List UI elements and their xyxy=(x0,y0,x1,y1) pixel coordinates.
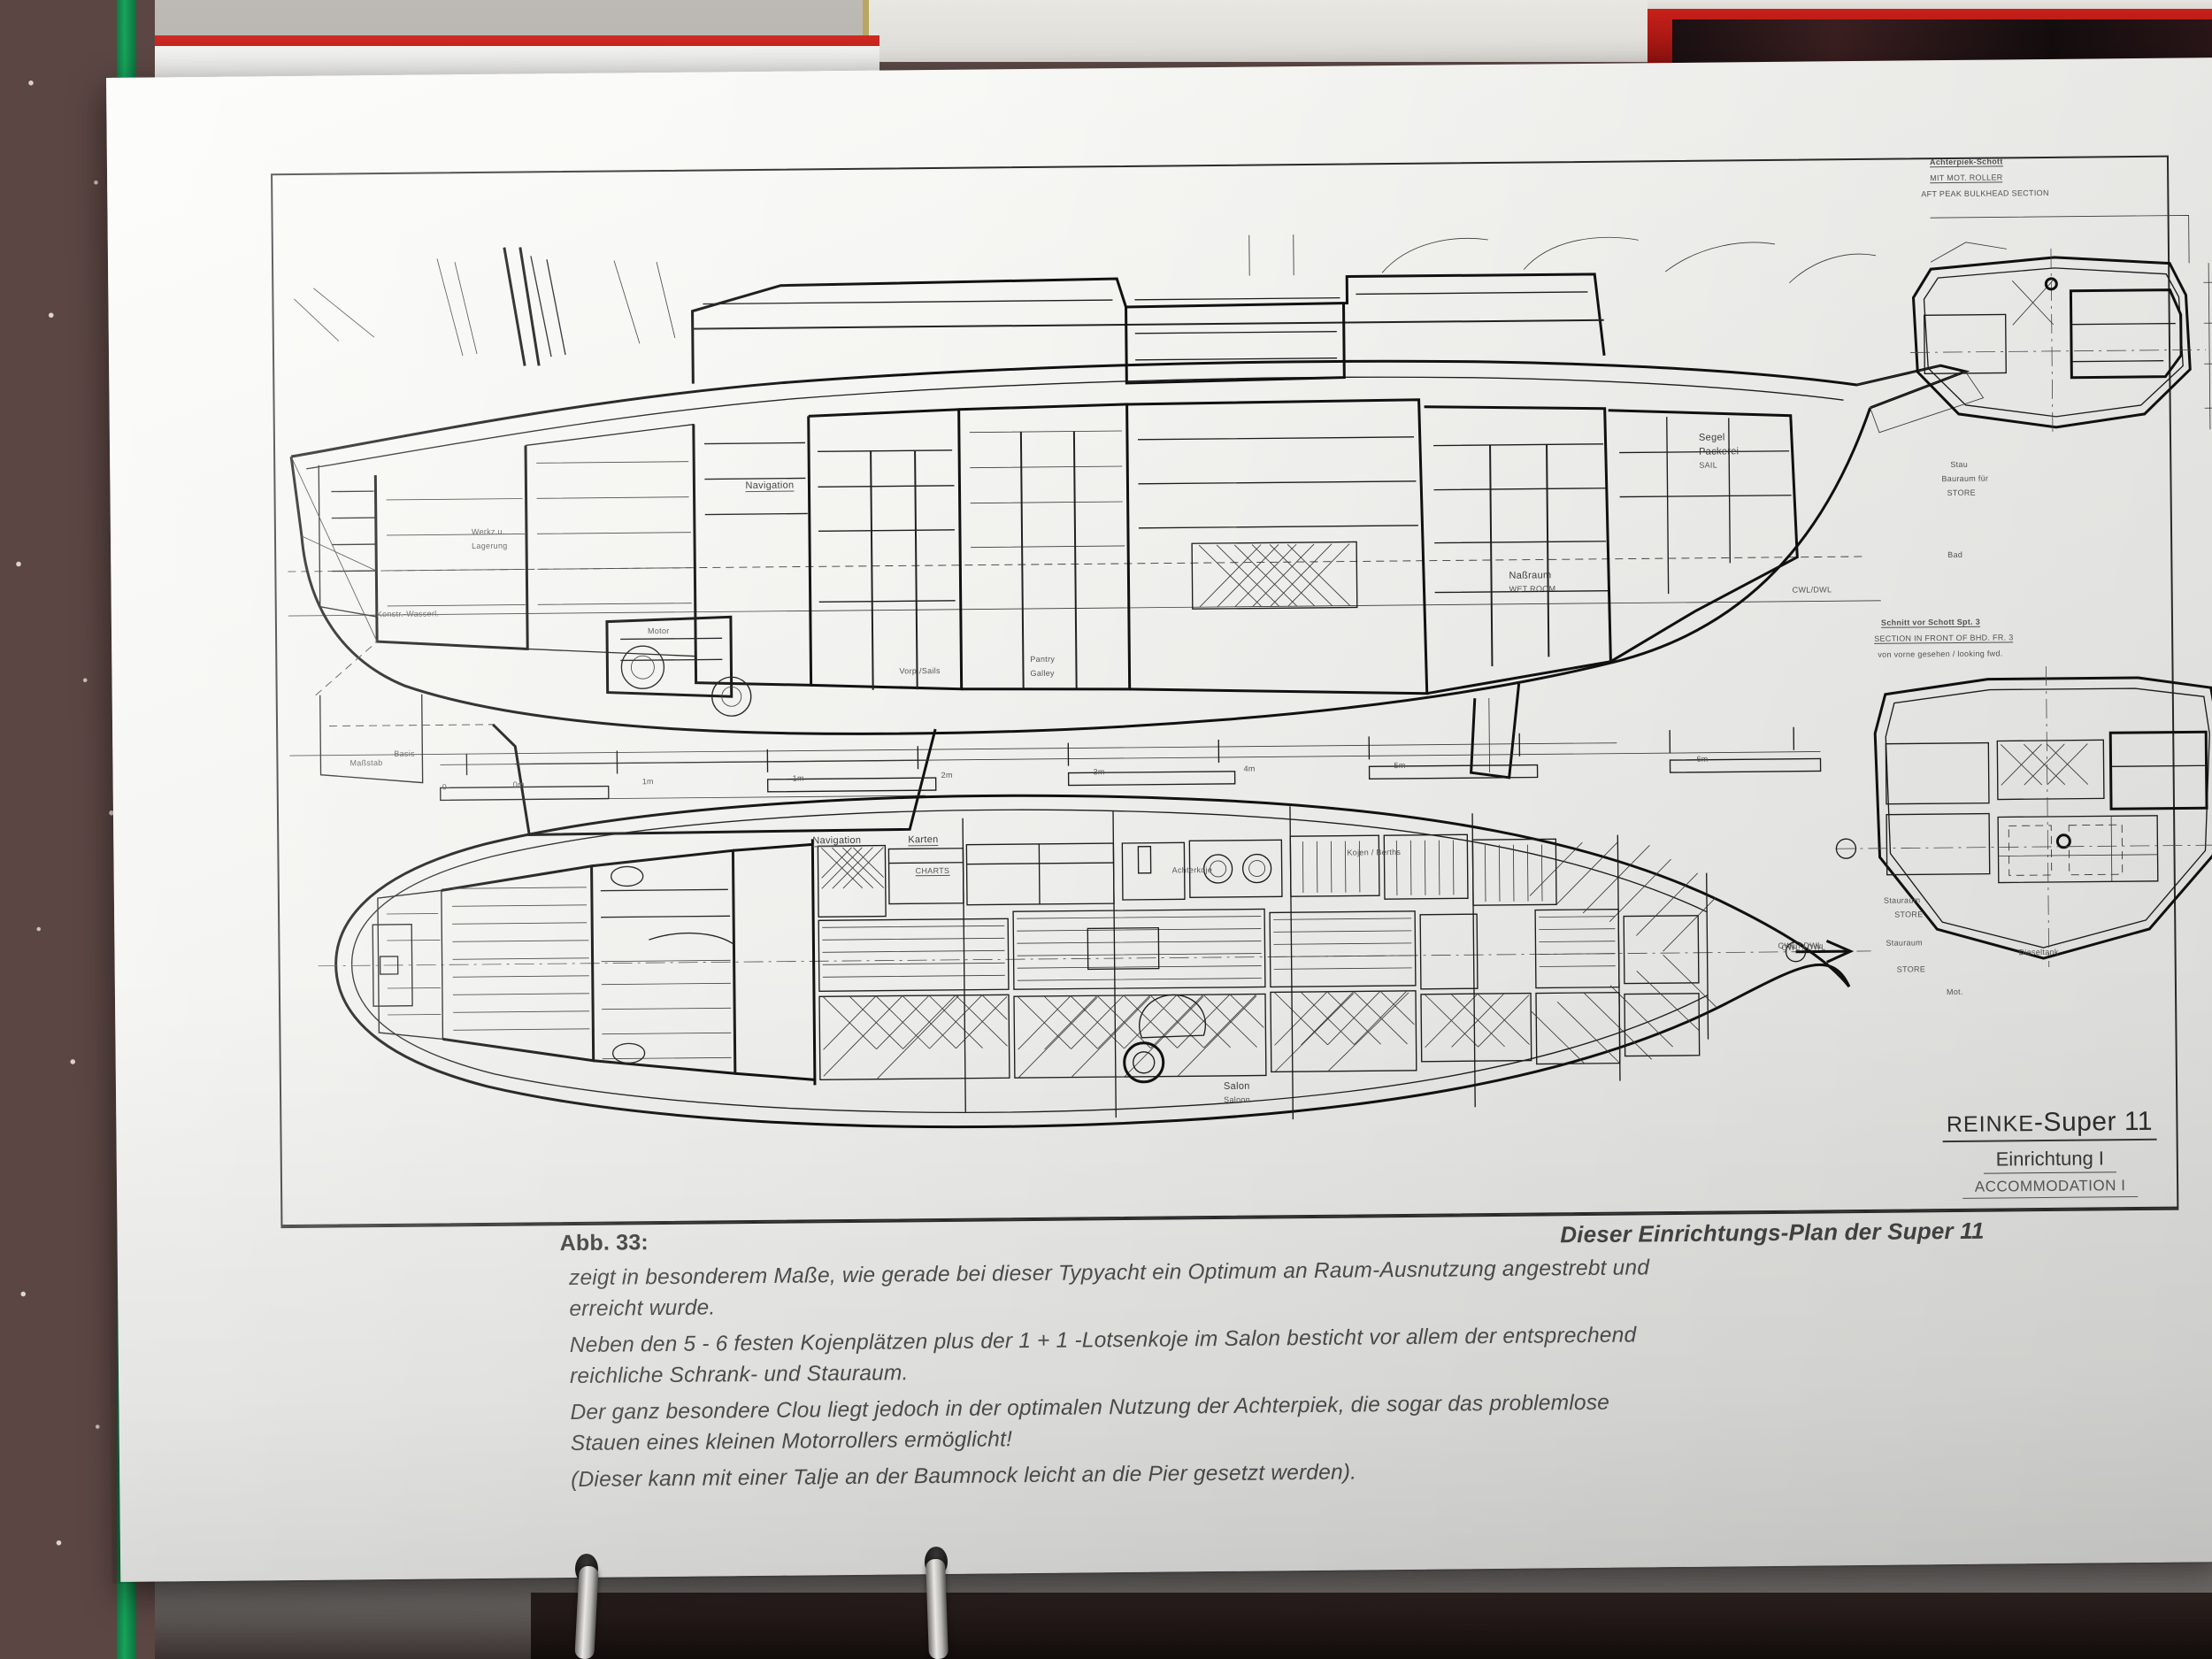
profile-view-group xyxy=(288,234,1985,836)
title-block-line3: ACCOMMODATION I xyxy=(1962,1177,2139,1199)
title-block-model: REINKE-Super 11 xyxy=(1942,1106,2157,1143)
white-book-panel xyxy=(867,0,1655,62)
hatch-heads-a xyxy=(821,847,885,889)
hatch-fwd-locker xyxy=(451,887,590,1031)
shelf-shadow xyxy=(531,1593,2212,1659)
technical-drawing xyxy=(288,214,2212,1129)
section-aft-peak-group xyxy=(1910,214,2212,434)
hatch-lower-a xyxy=(822,995,1008,1079)
caption-headline: Dieser Einrichtungs-Plan der Super 11 xyxy=(1560,1217,1985,1248)
plan-view-group xyxy=(318,794,1871,1129)
hatch-aft-peak xyxy=(1529,841,1717,1064)
binder-ring-right xyxy=(926,1558,949,1659)
hatch-lower-b xyxy=(1273,990,1415,1072)
gold-book-edge xyxy=(863,0,869,64)
hatch-saloon-sole xyxy=(1017,994,1264,1079)
plan-page: Navigation Segel Packerei SAIL Werkz.u. … xyxy=(106,58,2212,1582)
scale-bar-group xyxy=(440,726,1822,802)
title-block: REINKE-Super 11 Einrichtung I ACCOMMODAT… xyxy=(1872,1106,2212,1200)
section-frame3-group xyxy=(1835,665,2212,967)
figure-label: Abb. 33: xyxy=(559,1230,649,1256)
hatch-section-berth xyxy=(2001,743,2089,786)
title-block-line2: Einrichtung I xyxy=(1983,1147,2117,1174)
figure-caption: Abb. 33: Dieser Einrichtungs-Plan der Su… xyxy=(560,1216,2120,1495)
hatch-lower-c xyxy=(1424,993,1530,1048)
hatch-aft-store xyxy=(1191,541,1358,610)
